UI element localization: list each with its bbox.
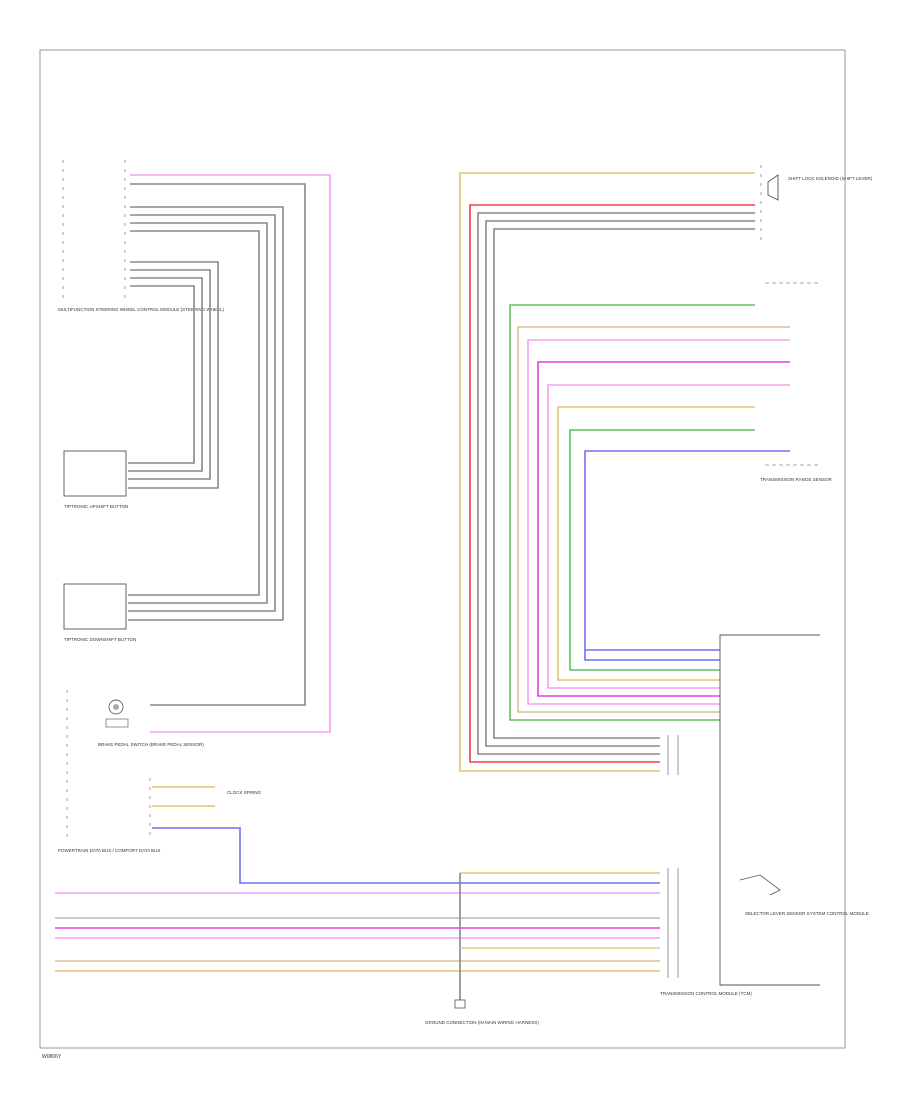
brake-switch-label: BRAKE PEDAL SWITCH (BRAKE PEDAL SENSOR): [98, 742, 204, 747]
diagram-code: W0806Y: [42, 1054, 62, 1060]
ground-symbol: GROUND CONNECTION (IN MAIN WIRING HARNES…: [425, 999, 539, 1025]
right-wire-group-top: [459, 172, 755, 772]
upshift-button-box: TIPTRONIC UPSHIFT BUTTON: [63, 450, 128, 509]
park-lock-symbol: SHIFT LOCK SOLENOID (SHIFT LEVER): [760, 165, 873, 240]
data-bus-label: POWERTRAIN DATA BUS / COMFORT DATA BUS: [58, 848, 160, 853]
downshift-button-label: TIPTRONIC DOWNSHIFT BUTTON: [64, 637, 136, 642]
tcm-bottom-label: TRANSMISSION CONTROL MODULE (TCM): [660, 991, 752, 996]
tcm-label: SELECTOR LEVER SENSOR SYSTEM CONTROL MOD…: [745, 911, 869, 916]
upshift-button-label: TIPTRONIC UPSHIFT BUTTON: [64, 504, 128, 509]
clock-spring-connector: CLOCK SPRING: [149, 778, 660, 884]
range-sensor-connector: TRANSMISSION RANGE SENSOR: [760, 282, 833, 482]
left-wire-group-top: [128, 174, 331, 733]
downshift-button-box: TIPTRONIC DOWNSHIFT BUTTON: [63, 583, 136, 642]
ground-label: GROUND CONNECTION (IN MAIN WIRING HARNES…: [425, 1020, 539, 1025]
tcm-box: SELECTOR LEVER SENSOR SYSTEM CONTROL MOD…: [660, 634, 869, 996]
range-sensor-wires: [509, 304, 790, 721]
tcm-connector-pins: [667, 735, 679, 978]
clock-spring-label: CLOCK SPRING: [227, 790, 262, 795]
brake-switch-symbol: BRAKE PEDAL SWITCH (BRAKE PEDAL SENSOR): [66, 690, 204, 840]
park-lock-label: SHIFT LOCK SOLENOID (SHIFT LEVER): [788, 176, 873, 181]
bottom-bus-wires: [55, 872, 660, 1000]
range-sensor-label: TRANSMISSION RANGE SENSOR: [760, 477, 833, 482]
diagram-frame: [39, 49, 846, 1049]
multifunction-switch-connector: MULTIFUNCTION STEERING WHEEL CONTROL MOD…: [58, 160, 224, 312]
multifunction-switch-label: MULTIFUNCTION STEERING WHEEL CONTROL MOD…: [58, 307, 224, 312]
